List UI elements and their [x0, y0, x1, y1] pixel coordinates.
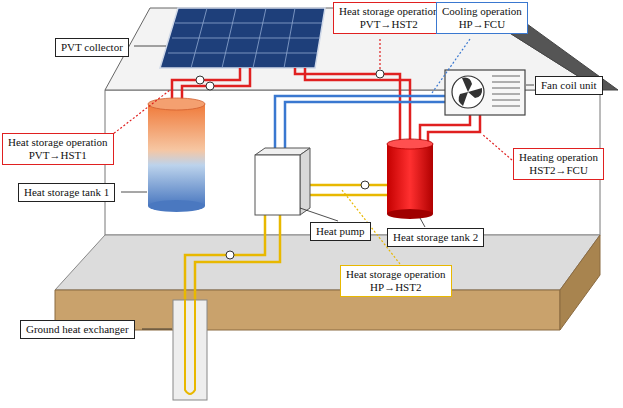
operation-box: Heating operationHST2→FCU	[513, 148, 604, 180]
part-label-box: Heat pump	[310, 222, 371, 241]
box-heading: Cooling operation	[442, 5, 522, 18]
cooling-pipes	[275, 96, 445, 150]
house-wall	[105, 90, 600, 235]
part-label-box: Fan coil unit	[535, 76, 603, 95]
box-heading: Heat storage operation	[346, 268, 446, 281]
part-label-box: Ground heat exchanger	[20, 320, 135, 339]
ground-heat-exchanger	[173, 300, 207, 400]
operation-box: Cooling operationHP→FCU	[436, 2, 528, 34]
box-subtext: PVT→HST2	[339, 18, 439, 31]
box-heading: PVT collector	[61, 41, 123, 54]
ground-side	[560, 235, 600, 330]
pvt-grid	[168, 8, 322, 68]
part-label-box: Heat storage tank 1	[18, 183, 115, 202]
leader-lines	[121, 46, 534, 329]
box-heading: Fan coil unit	[541, 79, 597, 92]
part-label-box: Heat storage tank 2	[387, 228, 484, 247]
pvt-panel	[160, 8, 325, 68]
box-subtext: HP→HST2	[346, 281, 446, 294]
box-heading: Heat storage tank 2	[393, 231, 478, 244]
box-heading: Ground heat exchanger	[26, 323, 129, 336]
box-heading: Heat storage operation	[339, 5, 439, 18]
box-subtext: PVT→HST1	[8, 149, 108, 162]
fan-coil-unit	[445, 70, 525, 115]
heat-storage-tank-2	[387, 139, 433, 219]
hot-pipes	[172, 68, 480, 142]
part-label-box: PVT collector	[55, 38, 129, 57]
operation-box: Heat storage operationHP→HST2	[340, 265, 452, 297]
heat-pump	[255, 148, 310, 215]
heat-storage-tank-1	[148, 98, 205, 212]
valve-symbols	[196, 70, 384, 259]
box-subtext: HST2→FCU	[519, 164, 598, 177]
box-heading: Heat storage tank 1	[24, 186, 109, 199]
box-subtext: HP→FCU	[442, 18, 522, 31]
operation-leaders	[95, 39, 512, 264]
operation-box: Heat storage operationPVT→HST2	[333, 2, 445, 34]
box-heading: Heat pump	[316, 225, 365, 238]
floor	[55, 235, 600, 290]
box-heading: Heat storage operation	[8, 136, 108, 149]
box-heading: Heating operation	[519, 151, 598, 164]
operation-box: Heat storage operationPVT→HST1	[2, 133, 114, 165]
